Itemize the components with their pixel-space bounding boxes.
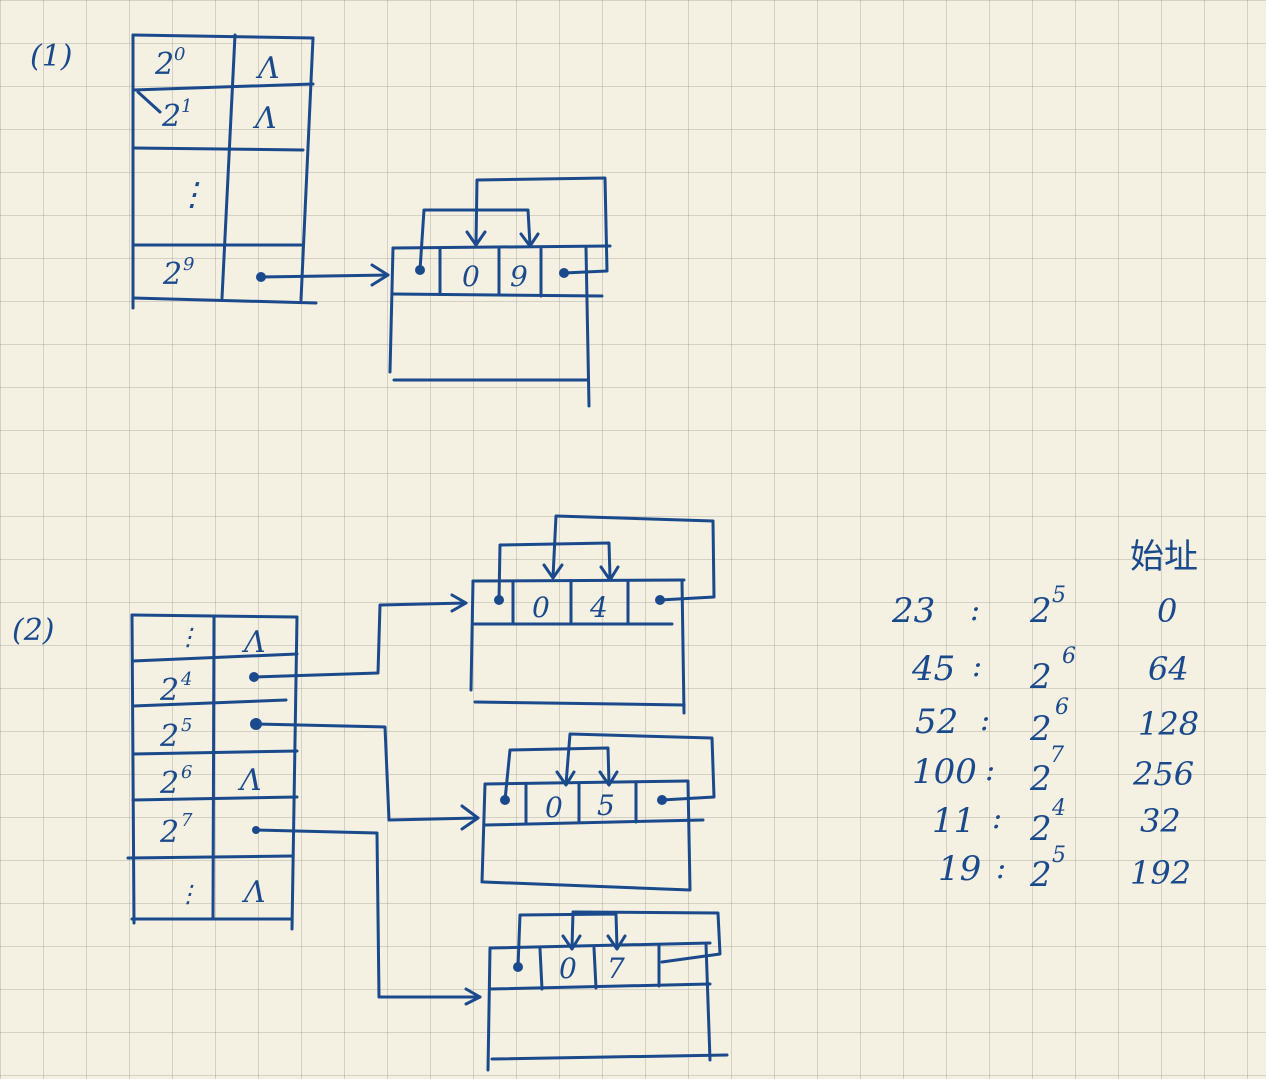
svg-text:19: 19 xyxy=(938,849,981,889)
part2-free-list-table: ⋮ Λ 2 4 2 5 2 6 Λ 2 7 ⋮ Λ xyxy=(126,613,299,931)
svg-text:5: 5 xyxy=(1052,843,1066,868)
svg-text:11: 11 xyxy=(932,801,975,841)
table-row-2: 52 : 2 6 128 xyxy=(915,695,1199,749)
svg-text:⋮: ⋮ xyxy=(176,175,208,213)
svg-text:2: 2 xyxy=(1029,809,1052,849)
svg-text:2: 2 xyxy=(1029,759,1052,799)
svg-text:45: 45 xyxy=(911,649,955,689)
part1-pointer-arrow xyxy=(256,263,390,287)
start-address-table: 始址 23 : 2 5 0 45 : 2 6 64 52 : 2 6 128 1… xyxy=(891,537,1199,895)
svg-text::: : xyxy=(985,753,995,788)
svg-text::: : xyxy=(980,703,990,738)
table-row-0: 23 : 2 5 0 xyxy=(891,583,1177,631)
part2-row-3: 2 6 Λ xyxy=(159,762,262,801)
svg-text:1: 1 xyxy=(181,96,192,117)
svg-text:32: 32 xyxy=(1140,802,1181,840)
part1-row-3: 2 9 xyxy=(162,254,194,292)
svg-text:2: 2 xyxy=(1029,591,1052,631)
part2-block-2-cell-0: 0 xyxy=(545,791,563,824)
svg-text:9: 9 xyxy=(183,254,194,275)
svg-text::: : xyxy=(996,851,1006,886)
svg-text:100: 100 xyxy=(912,752,977,792)
part2-memory-block-1: 0 4 xyxy=(469,514,716,715)
part2-row-5: ⋮ Λ xyxy=(176,875,266,910)
table-row-4: 11 : 2 4 32 xyxy=(932,796,1181,849)
part1-block-cell-0: 0 xyxy=(462,260,480,293)
svg-text::: : xyxy=(970,593,980,628)
svg-text:7: 7 xyxy=(181,810,193,831)
svg-text::: : xyxy=(992,801,1002,836)
part2-row-2: 2 5 xyxy=(159,715,192,754)
start-address-header: 始址 xyxy=(1130,537,1198,577)
svg-text:2: 2 xyxy=(1029,709,1052,749)
svg-text:6: 6 xyxy=(1062,644,1076,669)
part2-block-3-cell-1: 7 xyxy=(607,952,625,985)
svg-text:2: 2 xyxy=(159,719,179,754)
part1-free-list-table: 2 0 Λ 2 1 Λ ⋮ 2 9 xyxy=(131,33,318,310)
part1-label: (1) xyxy=(30,39,73,74)
part1-block-cell-1: 9 xyxy=(510,260,528,293)
svg-text:128: 128 xyxy=(1138,705,1199,743)
svg-text:Λ: Λ xyxy=(241,875,266,910)
table-row-3: 100 : 2 7 256 xyxy=(912,743,1194,799)
svg-text:2: 2 xyxy=(161,99,181,134)
table-row-5: 19 : 2 5 192 xyxy=(938,843,1191,895)
svg-text:23: 23 xyxy=(891,591,935,631)
svg-text::: : xyxy=(972,649,982,684)
svg-text:⋮: ⋮ xyxy=(176,880,200,908)
part1-memory-block: 0 9 xyxy=(388,176,612,408)
svg-text:6: 6 xyxy=(181,762,192,783)
svg-text:0: 0 xyxy=(174,44,185,65)
part1-row-2: ⋮ xyxy=(176,175,208,213)
part2-label: (2) xyxy=(12,613,55,648)
svg-text:Λ: Λ xyxy=(237,763,262,798)
part1-row-0: 2 0 Λ xyxy=(154,44,280,86)
svg-text:64: 64 xyxy=(1148,650,1189,688)
svg-text:0: 0 xyxy=(1157,592,1177,630)
part2-block-2-cell-1: 5 xyxy=(597,789,615,822)
svg-text:2: 2 xyxy=(159,673,179,708)
svg-text:2: 2 xyxy=(159,766,179,801)
svg-text:2: 2 xyxy=(1029,657,1052,697)
svg-text:2: 2 xyxy=(159,815,179,850)
part2-memory-block-3: 0 7 xyxy=(486,910,729,1072)
svg-text:192: 192 xyxy=(1130,854,1191,892)
svg-text:Λ: Λ xyxy=(241,625,266,660)
part2-pointer-arrows xyxy=(249,593,482,1006)
svg-text:6: 6 xyxy=(1055,695,1069,720)
part2-block-3-cell-0: 0 xyxy=(559,952,577,985)
part2-row-1: 2 4 xyxy=(159,669,192,708)
part2-row-0: ⋮ Λ xyxy=(176,623,266,660)
svg-text:7: 7 xyxy=(1050,743,1064,768)
svg-text:Λ: Λ xyxy=(255,51,280,86)
svg-text:52: 52 xyxy=(915,702,958,742)
svg-text:5: 5 xyxy=(1052,583,1066,608)
svg-text:2: 2 xyxy=(1029,855,1052,895)
svg-text:Λ: Λ xyxy=(252,101,277,136)
svg-text:5: 5 xyxy=(181,715,192,736)
svg-text:⋮: ⋮ xyxy=(176,623,200,651)
svg-text:4: 4 xyxy=(1051,796,1066,821)
part2-memory-block-2: 0 5 xyxy=(480,732,716,892)
svg-text:4: 4 xyxy=(180,669,192,690)
svg-text:2: 2 xyxy=(162,257,182,292)
svg-text:256: 256 xyxy=(1132,755,1194,793)
table-row-1: 45 : 2 6 64 xyxy=(911,644,1189,697)
part1-row-1: 2 1 Λ xyxy=(161,96,277,136)
part2-row-4: 2 7 xyxy=(159,810,193,850)
svg-text:2: 2 xyxy=(154,47,174,82)
part2-block-1-cell-1: 4 xyxy=(589,591,608,624)
part2-block-1-cell-0: 0 xyxy=(532,591,550,624)
